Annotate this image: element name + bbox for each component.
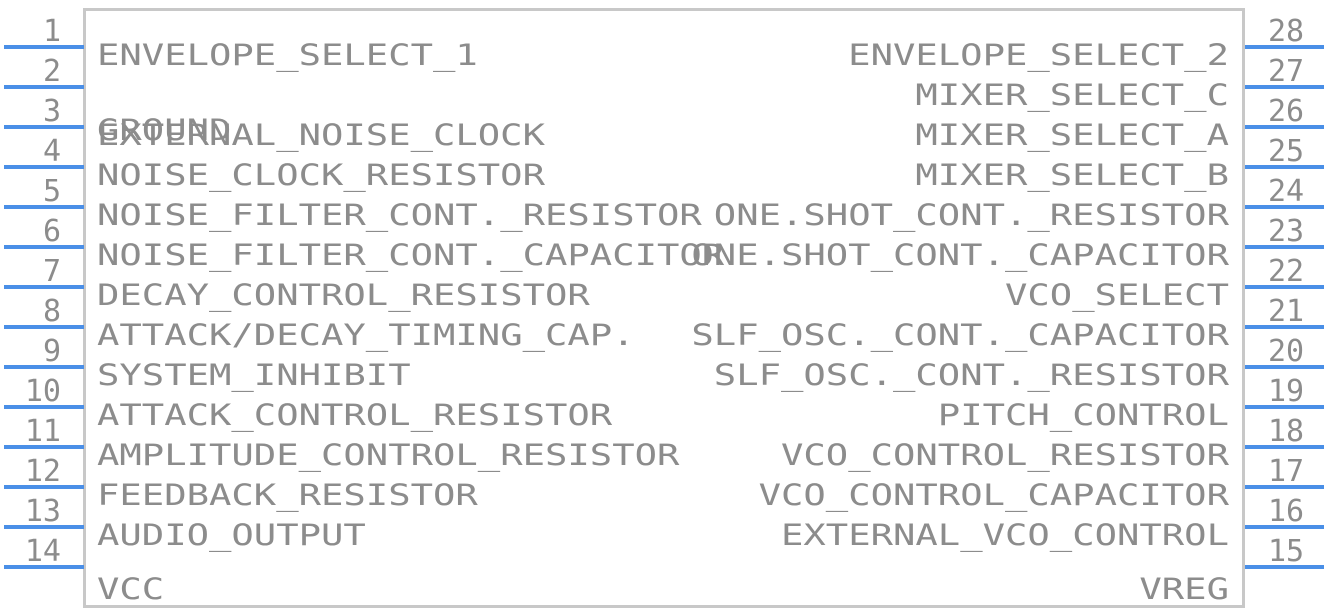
pin-number: 24 <box>1268 174 1304 209</box>
pin-number: 16 <box>1268 494 1304 529</box>
pin-number: 12 <box>25 454 61 489</box>
pin-number: 20 <box>1268 334 1304 369</box>
pin-number: 26 <box>1268 94 1304 129</box>
pin-number: 11 <box>25 414 61 449</box>
pin-label: MIXER_SELECT_B <box>915 158 1229 193</box>
pin-label: SLF_OSC._CONT._CAPACITOR <box>691 318 1229 353</box>
pin-label: ONE.SHOT_CONT._RESISTOR <box>714 198 1230 233</box>
pin-label: SYSTEM_INHIBIT <box>97 358 411 393</box>
pin-label: AUDIO_OUTPUT <box>97 518 366 553</box>
pin-label: MIXER_SELECT_C <box>915 78 1229 113</box>
pin-number: 6 <box>43 214 61 249</box>
pin-number: 22 <box>1268 254 1304 289</box>
pin-number: 23 <box>1268 214 1304 249</box>
pin-label: MIXER_SELECT_A <box>915 118 1229 153</box>
pin-number: 4 <box>43 134 61 169</box>
pin-label: VREG <box>1139 572 1229 606</box>
pin-label: VCO_CONTROL_RESISTOR <box>781 438 1230 473</box>
pin-label: GROUND <box>97 113 231 147</box>
pin-label: ENVELOPE_SELECT_2 <box>848 38 1229 73</box>
pin-label: FEEDBACK_RESISTOR <box>97 478 478 513</box>
pin-label: VCC <box>97 572 164 606</box>
pin-number: 28 <box>1268 14 1304 49</box>
pin-label: VCO_SELECT <box>1005 278 1229 313</box>
pin-number: 2 <box>43 54 61 89</box>
pin-label: NOISE_FILTER_CONT._RESISTOR <box>97 198 702 233</box>
pin-number: 7 <box>43 254 61 289</box>
pin-label: VCO_CONTROL_CAPACITOR <box>759 478 1230 513</box>
pin-label: SLF_OSC._CONT._RESISTOR <box>714 358 1230 393</box>
pin-label: PITCH_CONTROL <box>938 398 1229 433</box>
pin-number: 3 <box>43 94 61 129</box>
pin-number: 19 <box>1268 374 1304 409</box>
pin-number: 21 <box>1268 294 1304 329</box>
pin-label: ATTACK/DECAY_TIMING_CAP. <box>97 318 635 353</box>
pin-label: EXTERNAL_VCO_CONTROL <box>781 518 1229 553</box>
pin-label: ATTACK_CONTROL_RESISTOR <box>97 398 613 433</box>
pin-number: 1 <box>43 14 61 49</box>
pin-number: 27 <box>1268 54 1304 89</box>
pin-number: 10 <box>25 374 61 409</box>
pin-label: NOISE_FILTER_CONT._CAPACITOR <box>97 238 725 273</box>
pin-number: 15 <box>1268 534 1304 569</box>
pin-number: 17 <box>1268 454 1304 489</box>
pin-number: 9 <box>43 334 61 369</box>
pin-number: 25 <box>1268 134 1304 169</box>
pin-number: 5 <box>43 174 61 209</box>
component-body <box>83 8 1245 608</box>
pin-label: ONE.SHOT_CONT._CAPACITOR <box>691 238 1229 273</box>
pin-label: NOISE_CLOCK_RESISTOR <box>97 158 546 193</box>
pin-label: DECAY_CONTROL_RESISTOR <box>97 278 590 313</box>
pin-label: EXTERNAL_NOISE_CLOCK <box>97 118 546 153</box>
pin-number: 13 <box>25 494 61 529</box>
pin-number: 14 <box>25 534 61 569</box>
pin-label: AMPLITUDE_CONTROL_RESISTOR <box>97 438 680 473</box>
pin-number: 8 <box>43 294 61 329</box>
pin-label: ENVELOPE_SELECT_1 <box>97 38 478 73</box>
pin-number: 18 <box>1268 414 1304 449</box>
